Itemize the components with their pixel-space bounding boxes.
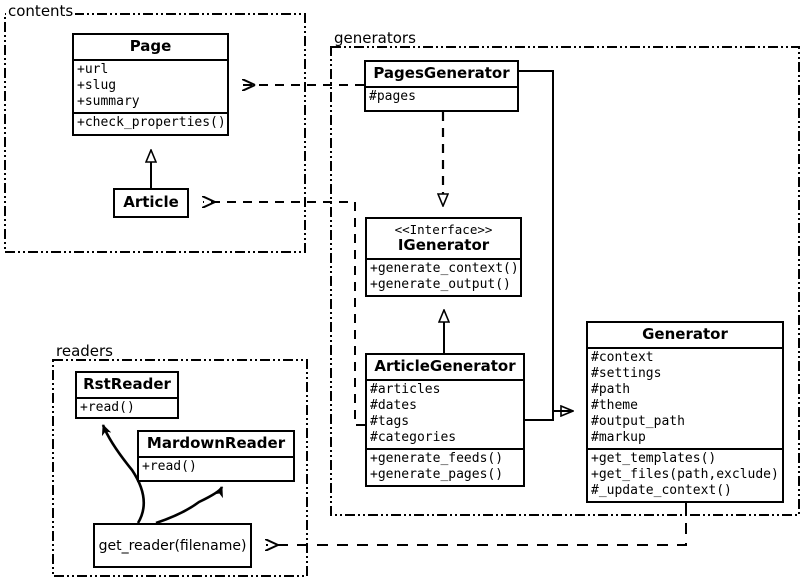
operation: +generate_feeds() [370, 451, 504, 466]
class-name-generator: Generator [642, 325, 728, 343]
operation: +get_files(path,exclude) [591, 467, 779, 482]
class-box-generator[interactable]: Generator #context #settings #path #them… [586, 321, 784, 503]
edge-articlegenerator-to-article [203, 202, 365, 426]
operation: +get_templates() [591, 451, 717, 466]
attribute: #markup [591, 430, 646, 445]
class-operations-rstreader: +read() [77, 397, 177, 418]
operation: +check_properties() [77, 115, 226, 130]
attribute: #settings [591, 366, 662, 381]
class-box-mardownreader[interactable]: MardownReader +read() [137, 430, 295, 482]
class-box-rstreader[interactable]: RstReader +read() [75, 371, 179, 419]
class-name-rstreader: RstReader [83, 375, 171, 393]
attribute: +url [77, 62, 109, 77]
operation: +generate_context() [370, 261, 519, 276]
attribute: #context [591, 350, 654, 365]
package-label-readers: readers [54, 342, 115, 360]
class-operations-page: +check_properties() [74, 112, 227, 133]
class-box-page[interactable]: Page +url +slug +summary +check_properti… [72, 33, 229, 136]
class-name-pagesgenerator: PagesGenerator [373, 64, 510, 82]
attribute: #tags [370, 414, 410, 429]
operation: #_update_context() [591, 483, 732, 498]
edge-pagesgenerator-to-generator [519, 70, 573, 411]
attribute: #pages [369, 89, 416, 104]
package-label-contents: contents [6, 2, 76, 20]
class-name-article: Article [123, 193, 179, 211]
class-operations-articlegenerator: +generate_feeds() +generate_pages() [367, 448, 523, 485]
class-box-igenerator[interactable]: <<Interface>> IGenerator +generate_conte… [365, 217, 522, 297]
class-name-igenerator: IGenerator [397, 236, 490, 254]
class-attributes-generator: #context #settings #path #theme #output_… [588, 347, 782, 448]
class-name-mardownreader: MardownReader [146, 434, 286, 452]
class-attributes-articlegenerator: #articles #dates #tags #categories [367, 379, 523, 448]
package-label-generators: generators [332, 29, 418, 47]
class-box-article[interactable]: Article [113, 188, 189, 218]
class-operations-igenerator: +generate_context() +generate_output() [367, 258, 520, 295]
attribute: #dates [370, 398, 417, 413]
operation: +read() [142, 459, 197, 474]
edge-generator-to-get-reader [266, 503, 687, 545]
class-name-articlegenerator: ArticleGenerator [374, 357, 516, 375]
class-attributes-page: +url +slug +summary [74, 59, 227, 112]
operation: +read() [80, 400, 135, 415]
class-operations-mardownreader: +read() [139, 456, 293, 477]
attribute: #categories [370, 430, 457, 445]
edge-get-reader-to-mardownreader [155, 486, 224, 525]
class-name-page: Page [129, 37, 172, 55]
attribute: +slug [77, 78, 117, 93]
class-attributes-pagesgenerator: #pages [366, 86, 517, 107]
class-box-articlegenerator[interactable]: ArticleGenerator #articles #dates #tags … [365, 353, 525, 487]
attribute: +summary [77, 94, 140, 109]
function-box-get-reader[interactable]: get_reader(filename) [93, 523, 252, 568]
class-operations-generator: +get_templates() +get_files(path,exclude… [588, 448, 782, 501]
edge-articlegenerator-to-generator [525, 410, 573, 421]
class-stereotype-igenerator: <<Interface>> [394, 222, 493, 237]
function-label-get-reader: get_reader(filename) [98, 537, 247, 554]
operation: +generate_pages() [370, 467, 504, 482]
attribute: #output_path [591, 414, 685, 429]
class-box-pagesgenerator[interactable]: PagesGenerator #pages [364, 60, 519, 112]
attribute: #theme [591, 398, 638, 413]
operation: +generate_output() [370, 277, 511, 292]
attribute: #path [591, 382, 631, 397]
attribute: #articles [370, 382, 441, 397]
